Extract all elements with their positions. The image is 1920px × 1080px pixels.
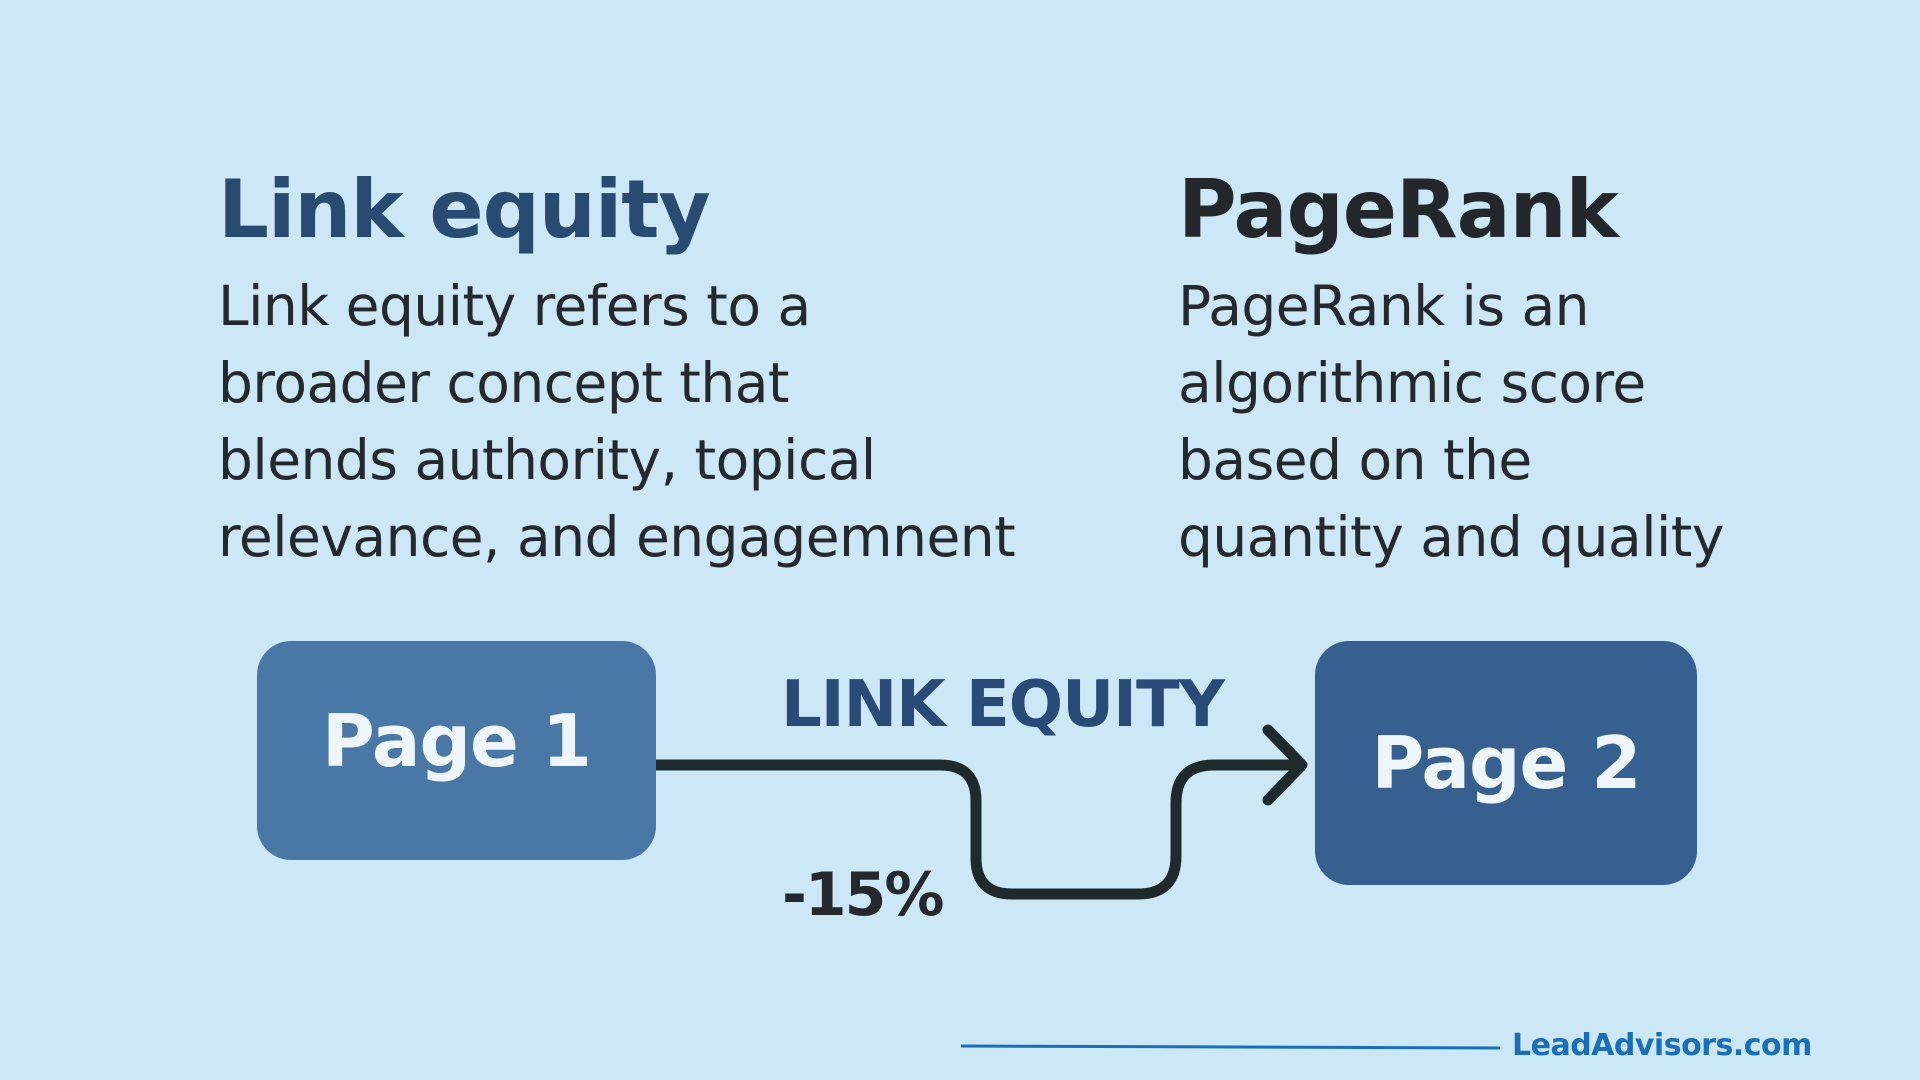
loss-percentage: -15% <box>782 860 945 930</box>
desc-line: algorithmic score <box>1178 351 1646 415</box>
link-equity-heading: Link equity <box>218 163 711 256</box>
desc-line: Link equity refers to a <box>218 274 811 338</box>
footer-divider <box>960 1044 1501 1050</box>
pagerank-description: PageRank is an algorithmic score based o… <box>1178 268 1898 576</box>
desc-line: PageRank is an <box>1178 274 1590 338</box>
page-2-node: Page 2 <box>1315 641 1697 885</box>
arrowhead-icon <box>1262 724 1308 806</box>
link-equity-description: Link equity refers to a broader concept … <box>218 268 1078 576</box>
desc-line: based on the <box>1178 428 1532 492</box>
desc-line: relevance, and engagemnent <box>218 505 1016 569</box>
desc-line: quantity and quality <box>1178 505 1724 569</box>
pagerank-heading: PageRank <box>1178 163 1619 256</box>
pagerank-section: PageRank PageRank is an algorithmic scor… <box>1178 160 1898 576</box>
desc-line: blends authority, topical <box>218 428 876 492</box>
link-equity-section: Link equity Link equity refers to a broa… <box>218 160 1078 576</box>
flow-path <box>656 759 1304 900</box>
desc-line: broader concept that <box>218 351 790 415</box>
brand-logo: LeadAdvisors.com <box>1512 1028 1812 1063</box>
flow-label: LINK EQUITY <box>781 668 1225 742</box>
page-1-node: Page 1 <box>257 641 656 860</box>
